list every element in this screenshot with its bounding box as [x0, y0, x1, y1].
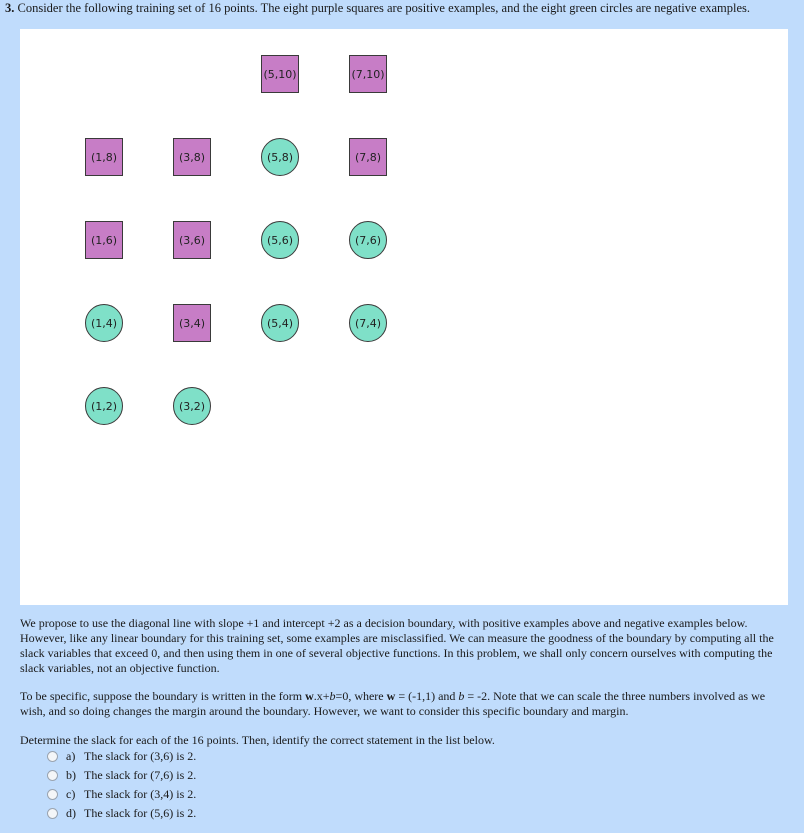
option-a-letter: a) [66, 749, 76, 763]
negative-circle-5-4: (5,4) [261, 304, 299, 342]
positive-square-7-10: (7,10) [349, 55, 387, 93]
p2-text-1: To be specific, suppose the boundary is … [20, 689, 306, 703]
option-b-text: The slack for (7,6) is 2. [84, 768, 197, 782]
positive-square-3-6: (3,6) [173, 221, 211, 259]
option-d-letter: d) [66, 806, 76, 820]
option-a-text: The slack for (3,6) is 2. [84, 749, 197, 763]
negative-circle-7-4: (7,4) [349, 304, 387, 342]
b-symbol: b [329, 689, 336, 703]
w-vector-symbol-2: w [386, 689, 396, 703]
p2-dot-x: .x+ [313, 689, 330, 703]
option-b-letter: b) [66, 768, 76, 782]
positive-square-3-8: (3,8) [173, 138, 211, 176]
b-symbol-2: b [458, 689, 465, 703]
question-intro: Consider the following training set of 1… [17, 1, 751, 15]
negative-circle-3-2: (3,2) [173, 387, 211, 425]
option-a[interactable]: a) The slack for (3,6) is 2. [47, 747, 196, 766]
positive-square-7-8: (7,8) [349, 138, 387, 176]
option-c-text: The slack for (3,4) is 2. [84, 787, 197, 801]
positive-square-3-4: (3,4) [173, 304, 211, 342]
negative-circle-5-8: (5,8) [261, 138, 299, 176]
radio-button-d[interactable] [47, 808, 58, 819]
radio-button-b[interactable] [47, 770, 58, 781]
question-number: 3. [5, 1, 15, 15]
radio-button-a[interactable] [47, 751, 58, 762]
question-header: 3. Consider the following training set o… [5, 1, 750, 16]
option-b[interactable]: b) The slack for (7,6) is 2. [47, 766, 196, 785]
negative-circle-1-2: (1,2) [85, 387, 123, 425]
p2-text-3: = (-1,1) and [395, 689, 459, 703]
boundary-form-description: To be specific, suppose the boundary is … [20, 689, 790, 719]
positive-square-1-8: (1,8) [85, 138, 123, 176]
boundary-description: We propose to use the diagonal line with… [20, 616, 774, 675]
negative-circle-5-6: (5,6) [261, 221, 299, 259]
option-c-letter: c) [66, 787, 76, 801]
training-set-figure: (5,10) (7,10) (1,8) (3,8) (5,8) (7,8) (1,6) (3,… [20, 29, 788, 605]
positive-square-5-10: (5,10) [261, 55, 299, 93]
p2-text-2: =0, where [335, 689, 387, 703]
w-vector-symbol: w [305, 689, 314, 703]
radio-button-c[interactable] [47, 789, 58, 800]
answer-options: a) The slack for (3,6) is 2. b) The slac… [47, 747, 196, 823]
option-d[interactable]: d) The slack for (5,6) is 2. [47, 804, 196, 823]
task-instruction: Determine the slack for each of the 16 p… [20, 733, 495, 747]
option-d-text: The slack for (5,6) is 2. [84, 806, 197, 820]
p2-text-4: = -2. Note that we can scale the three n… [20, 689, 766, 718]
option-c[interactable]: c) The slack for (3,4) is 2. [47, 785, 196, 804]
negative-circle-1-4: (1,4) [85, 304, 123, 342]
positive-square-1-6: (1,6) [85, 221, 123, 259]
negative-circle-7-6: (7,6) [349, 221, 387, 259]
